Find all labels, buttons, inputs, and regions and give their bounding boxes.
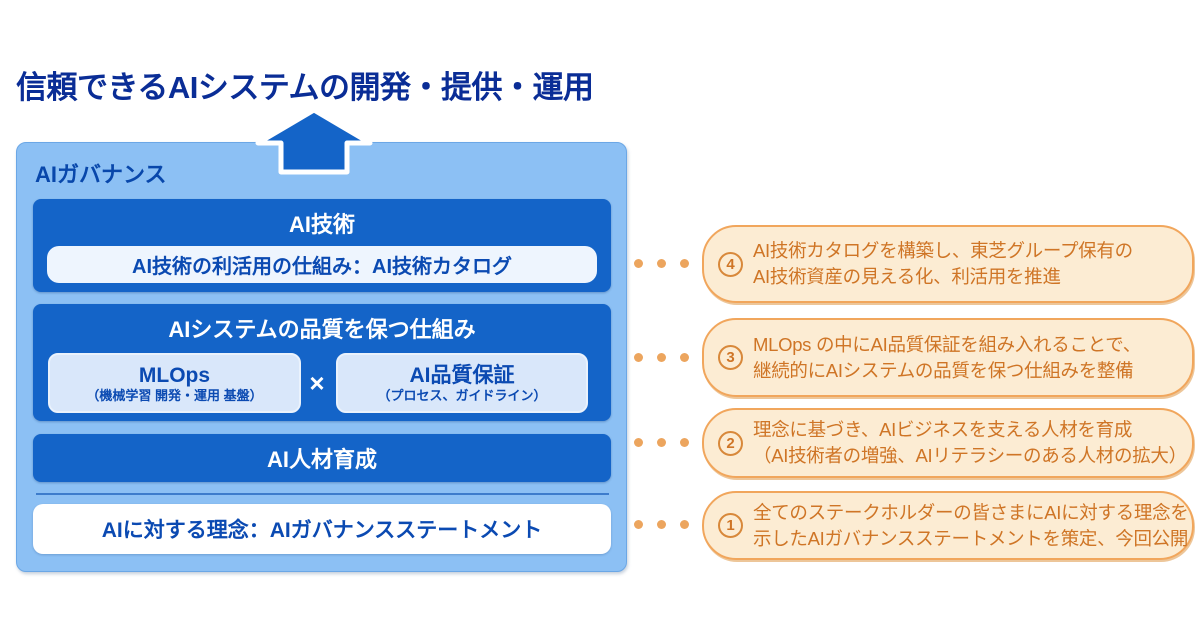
ai-quality-heading: AIシステムの品質を保つ仕組み (168, 317, 476, 342)
callout-2-line1: 理念に基づき、AIビジネスを支える人材を育成 (753, 419, 1133, 440)
callout-4-text: AI技術カタログを構築し、東芝グループ保有の AI技術資産の見える化、利活用を推… (753, 238, 1133, 290)
callout-4-number: 4 (718, 251, 743, 277)
ai-quality-box: AIシステムの品質を保つ仕組み MLOps （機械学習 開発・運用 基盤） × … (33, 304, 611, 421)
times-operator: × (309, 367, 325, 398)
callout-4-line2: AI技術資産の見える化、利活用を推進 (753, 266, 1061, 287)
panel-divider (36, 493, 609, 495)
up-arrow-icon (255, 107, 373, 175)
connector-dots (634, 353, 689, 362)
callout-2-text: 理念に基づき、AIビジネスを支える人材を育成 （AI技術者の増強、AIリテラシー… (753, 417, 1187, 469)
callout-2-number: 2 (718, 430, 743, 456)
callout-1-number: 1 (718, 513, 743, 538)
callout-1: 1 全てのステークホルダーの皆さまにAIに対する理念を 示したAIガバナンスステ… (702, 491, 1194, 560)
callout-3: 3 MLOps の中にAI品質保証を組み入れることで、 継続的にAIシステムの品… (702, 318, 1194, 397)
ai-technology-box: AI技術 AI技術の利活用の仕組み：AI技術カタログ (33, 199, 611, 292)
ai-talent-box: AI人材育成 (33, 434, 611, 482)
ai-qa-subtitle: （プロセス、ガイドライン） (377, 387, 547, 403)
ai-technology-catalog-box: AI技術の利活用の仕組み：AI技術カタログ (47, 246, 597, 283)
ai-qa-box: AI品質保証 （プロセス、ガイドライン） (336, 353, 588, 413)
connector-dots (634, 438, 689, 447)
callout-3-line1: MLOps の中にAI品質保証を組み入れることで、 (753, 333, 1141, 355)
ai-qa-title: AI品質保証 (409, 363, 515, 387)
callout-4-line1: AI技術カタログを構築し、東芝グループ保有の (753, 240, 1133, 261)
governance-label: AIガバナンス (35, 162, 167, 187)
ai-technology-heading: AI技術 (288, 212, 355, 237)
callout-2: 2 理念に基づき、AIビジネスを支える人材を育成 （AI技術者の増強、AIリテラ… (702, 408, 1194, 478)
connector-dots (634, 520, 689, 529)
callout-4: 4 AI技術カタログを構築し、東芝グループ保有の AI技術資産の見える化、利活用… (702, 225, 1194, 303)
callout-1-line2: 示したAIガバナンスステートメントを策定、今回公開 (753, 527, 1189, 549)
callout-1-text: 全てのステークホルダーの皆さまにAIに対する理念を 示したAIガバナンスステート… (753, 500, 1189, 552)
mlops-subtitle: （機械学習 開発・運用 基盤） (86, 387, 263, 403)
callout-3-number: 3 (718, 345, 743, 370)
callout-1-line1: 全てのステークホルダーの皆さまにAIに対する理念を (753, 501, 1189, 523)
mlops-box: MLOps （機械学習 開発・運用 基盤） (48, 353, 301, 413)
main-title: 信頼できるAIシステムの開発・提供・運用 (16, 70, 594, 105)
ai-talent-heading: AI人材育成 (266, 447, 377, 472)
governance-panel: AIガバナンス AI技術 AI技術の利活用の仕組み：AI技術カタログ AIシステ… (16, 142, 627, 572)
callout-3-text: MLOps の中にAI品質保証を組み入れることで、 継続的にAIシステムの品質を… (753, 332, 1141, 384)
callout-3-line2: 継続的にAIシステムの品質を保つ仕組みを整備 (753, 359, 1134, 381)
governance-statement-box: AIに対する理念：AIガバナンスステートメント (33, 504, 611, 554)
callout-2-line2: （AI技術者の増強、AIリテラシーのある人材の拡大） (753, 445, 1187, 466)
mlops-title: MLOps (138, 363, 211, 387)
connector-dots (634, 259, 689, 268)
